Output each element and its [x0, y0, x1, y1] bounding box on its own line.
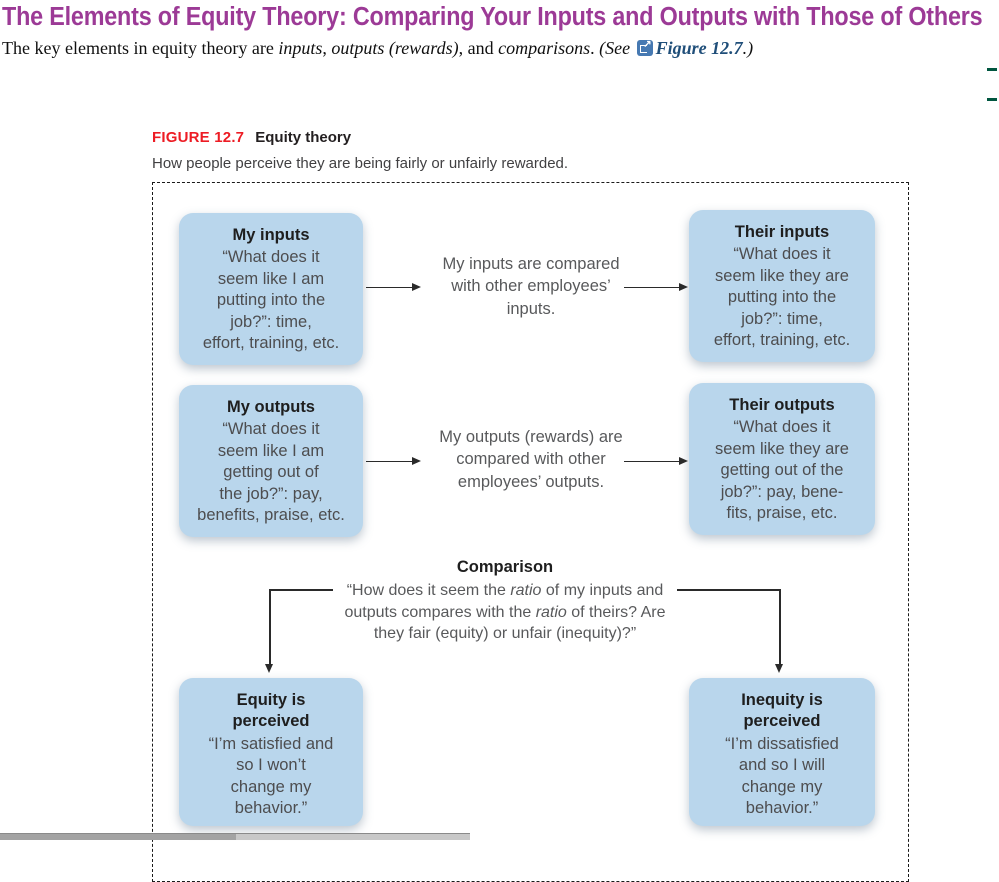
box-my-inputs-title: My inputs — [232, 226, 310, 244]
figure-label: FIGURE 12.7 — [152, 129, 245, 146]
box-inequity-body: “I’m dissatisfied and so I will change m… — [725, 734, 839, 818]
box-inequity-perceived: Inequity is perceived “I’m dissatisfied … — [689, 678, 875, 826]
box-their-inputs-body: “What does it seem like they are putting… — [713, 245, 851, 350]
box-my-inputs: My inputs “What does it seem like I am p… — [179, 213, 363, 365]
box-their-outputs-title: Their outputs — [729, 396, 835, 414]
edge-dash-marker — [987, 68, 997, 71]
connector-line — [269, 589, 271, 665]
box-my-inputs-body: “What does it seem like I am putting int… — [202, 248, 340, 353]
box-equity-body: “I’m satisfied and so I won’t change my … — [208, 734, 334, 818]
flow-text-inputs-compared: My inputs are compared with other employ… — [442, 255, 620, 318]
figure-subtitle: How people perceive they are being fairl… — [152, 155, 569, 172]
intro-paragraph: The key elements in equity theory are in… — [2, 38, 753, 59]
flow-text-outputs-compared: My outputs (rewards) are compared with o… — [439, 428, 623, 491]
connector-line — [779, 589, 781, 665]
intro-term-comparisons: comparisons — [498, 38, 591, 58]
box-their-outputs: Their outputs “What does it seem like th… — [689, 383, 875, 535]
arrow-right-icon — [366, 456, 421, 465]
box-their-outputs-body: “What does it seem like they are getting… — [715, 418, 849, 523]
figure-12-7-link[interactable]: Figure 12.7 — [655, 38, 743, 58]
box-equity-title: Equity is perceived — [232, 691, 310, 731]
external-link-icon[interactable] — [636, 39, 653, 56]
box-equity-perceived: Equity is perceived “I’m satisfied and s… — [179, 678, 363, 826]
page-title: The Elements of Equity Theory: Comparing… — [2, 3, 983, 31]
box-my-outputs-body: “What does it seem like I am getting out… — [197, 420, 345, 525]
see-text: (See — [599, 38, 635, 58]
comparison-title: Comparison — [456, 558, 554, 576]
box-my-outputs: My outputs “What does it seem like I am … — [179, 385, 363, 537]
box-my-outputs-title: My outputs — [227, 398, 315, 416]
arrow-right-icon — [366, 282, 421, 291]
box-inequity-title: Inequity is perceived — [741, 691, 823, 731]
comparison-block: Comparison “How does it seem the ratio o… — [333, 556, 677, 644]
arrow-down-icon — [775, 664, 784, 673]
arrow-right-icon — [624, 282, 688, 291]
comparison-line-3: they fair (equity) or unfair (inequity)?… — [373, 624, 637, 642]
intro-text: The key elements in equity theory are — [2, 38, 279, 58]
arrow-right-icon — [624, 456, 688, 465]
edge-dash-marker — [987, 98, 997, 101]
intro-term-outputs: outputs (rewards) — [331, 38, 459, 58]
connector-line — [269, 589, 333, 591]
box-their-inputs-title: Their inputs — [734, 223, 830, 241]
comparison-line-1: “How does it seem the ratio of my inputs… — [346, 582, 664, 600]
arrow-down-icon — [265, 664, 274, 673]
intro-term-inputs: inputs — [278, 38, 323, 58]
equity-theory-diagram: My inputs “What does it seem like I am p… — [152, 182, 909, 882]
comparison-line-2: outputs compares with the ratio of their… — [344, 603, 666, 621]
box-their-inputs: Their inputs “What does it seem like the… — [689, 210, 875, 362]
connector-line — [677, 589, 779, 591]
figure-title: Equity theory — [255, 129, 352, 146]
horizontal-scrollbar-thumb[interactable] — [0, 834, 236, 840]
figure-caption: FIGURE 12.7 Equity theory — [152, 129, 351, 146]
horizontal-scrollbar-track[interactable] — [0, 833, 470, 840]
